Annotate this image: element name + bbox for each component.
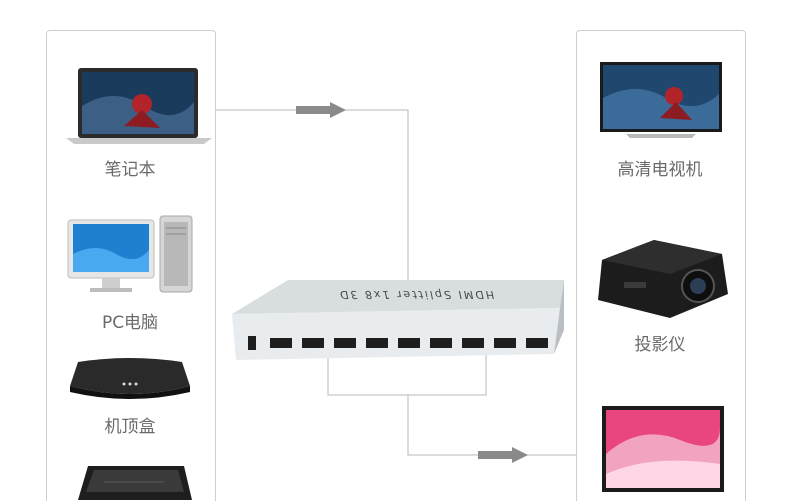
output-wire-left [327, 355, 487, 396]
input-wire [214, 109, 409, 340]
display-label-tv: 高清电视机 [617, 160, 703, 180]
source-label-stb: 机顶盒 [104, 417, 156, 437]
hdmi-splitter-icon: HDMI Splitter 1x8 3D [230, 270, 570, 374]
output-arrow [478, 447, 528, 463]
laptop-icon [64, 66, 214, 150]
monitor-icon [600, 404, 726, 504]
game-console-icon [74, 462, 194, 504]
hdtv-icon [596, 60, 726, 144]
display-label-projector: 投影仪 [634, 335, 686, 355]
set-top-box-icon [68, 356, 192, 406]
input-arrow [296, 102, 346, 118]
output-wire [407, 395, 576, 456]
projector-icon [594, 230, 730, 324]
desktop-pc-icon [66, 214, 196, 300]
source-label-laptop: 笔记本 [104, 160, 156, 180]
source-label-pc: PC电脑 [101, 313, 159, 333]
splitter-top-label: HDMI Splitter 1x8 3D [336, 288, 496, 301]
